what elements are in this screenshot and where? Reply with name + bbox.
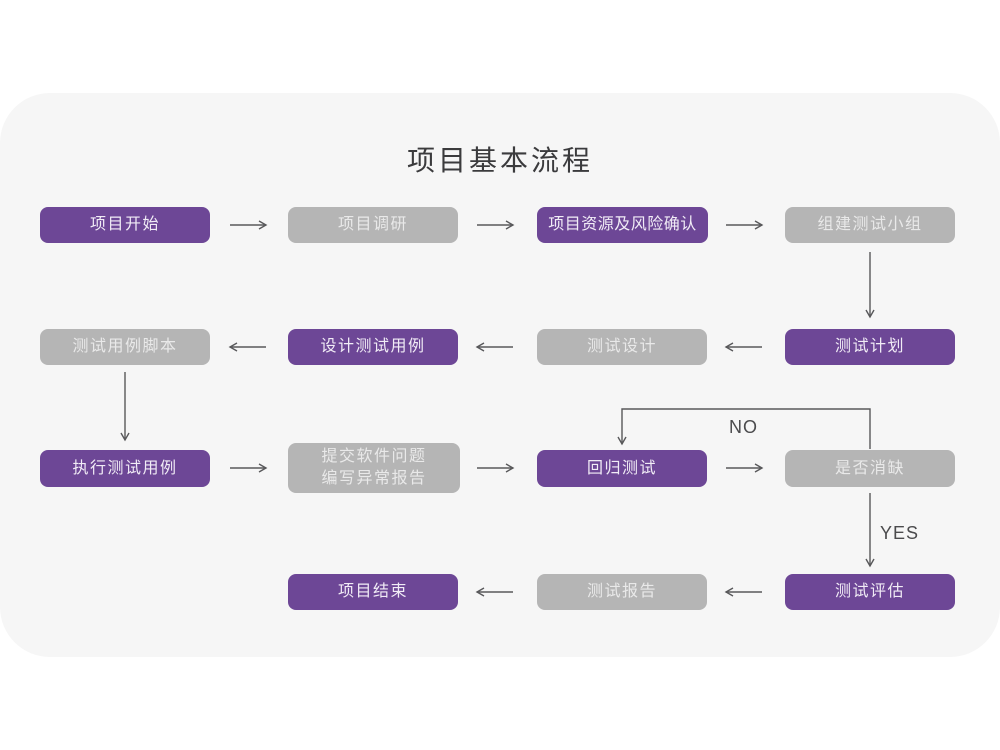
- node-build-test-team: 组建测试小组: [785, 207, 955, 243]
- node-test-plan: 测试计划: [785, 329, 955, 365]
- node-project-research: 项目调研: [288, 207, 458, 243]
- node-execute-test-case: 执行测试用例: [40, 450, 210, 487]
- edge-label-yes: YES: [880, 523, 920, 543]
- node-risk-confirm: 项目资源及风险确认: [537, 207, 708, 243]
- page-title: 项目基本流程: [406, 145, 593, 176]
- node-project-start: 项目开始: [40, 207, 210, 243]
- node-test-evaluate: 测试评估: [785, 574, 955, 610]
- node-submit-issue-line2: 编写异常报告: [321, 470, 427, 487]
- flowchart-card: [0, 93, 1000, 657]
- node-test-design: 测试设计: [537, 329, 707, 365]
- node-submit-issue-report: 提交软件问题 编写异常报告: [288, 443, 460, 493]
- node-regression-test: 回归测试: [537, 450, 707, 487]
- edge-label-no: NO: [729, 417, 758, 437]
- node-test-case-script: 测试用例脚本: [40, 329, 210, 365]
- node-project-end: 项目结束: [288, 574, 458, 610]
- node-design-test-case: 设计测试用例: [288, 329, 458, 365]
- node-defect-resolved: 是否消缺: [785, 450, 955, 487]
- node-submit-issue-line1: 提交软件问题: [321, 448, 427, 465]
- node-test-report: 测试报告: [537, 574, 707, 610]
